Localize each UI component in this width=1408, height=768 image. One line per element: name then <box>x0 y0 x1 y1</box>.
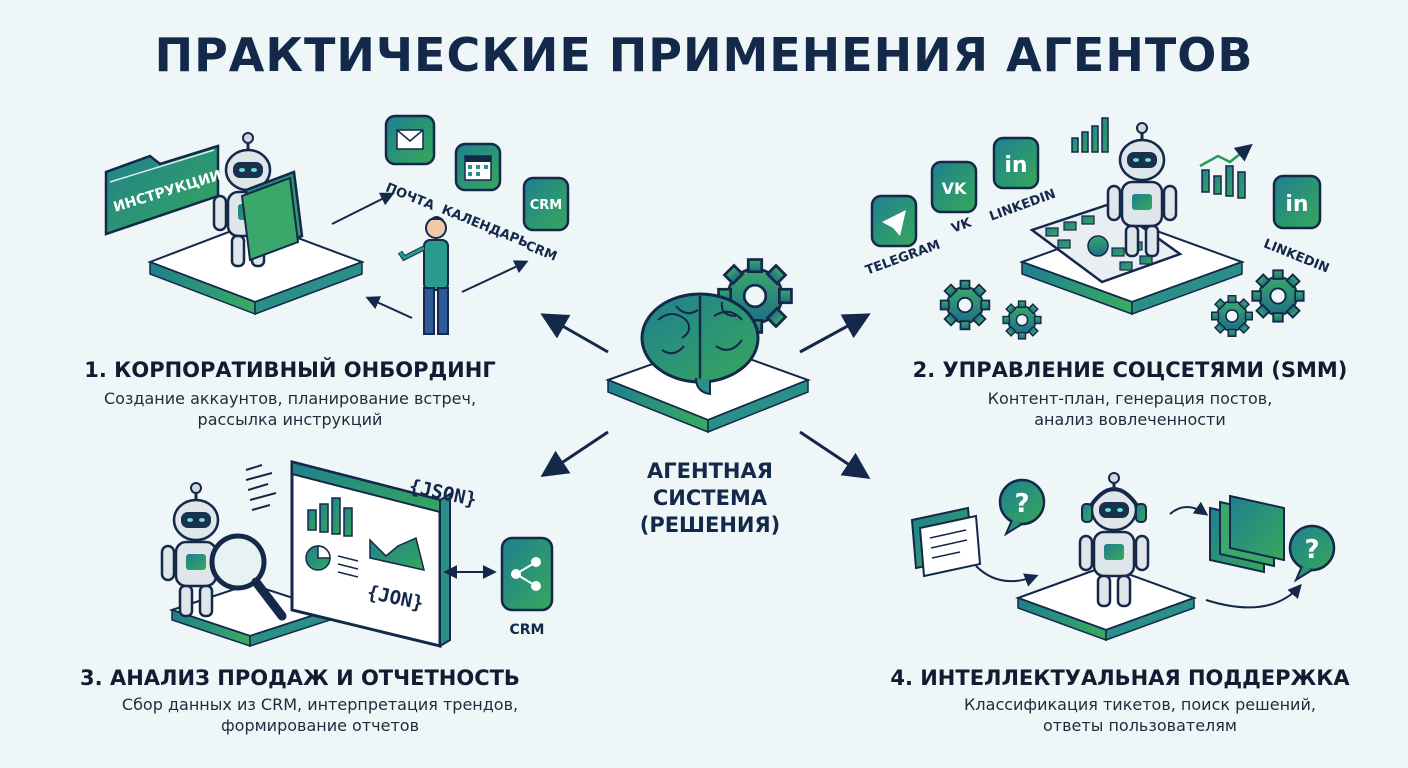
section-1-desc: Создание аккаунтов, планирование встреч,… <box>50 388 530 430</box>
question-icon: ? <box>1288 524 1336 583</box>
document-icon <box>910 506 982 578</box>
arrow-to-mail <box>331 192 395 225</box>
bar-chart-icon <box>307 497 353 537</box>
arrow-to-platform <box>365 296 413 319</box>
brain-icon <box>640 292 760 396</box>
linkedin-icon-text: in <box>1004 153 1027 178</box>
bar-chart-icon <box>1199 143 1253 199</box>
linkedin-icon: in <box>1272 174 1322 230</box>
sales-crm-label: CRM <box>510 622 545 638</box>
section-1-desc-line2: рассылка инструкций <box>197 410 383 429</box>
bar-chart-icon <box>1071 117 1109 153</box>
arrow-to-crm <box>461 260 529 293</box>
document-icon <box>240 170 304 262</box>
arrow-to-sales <box>540 430 609 477</box>
headset-icon <box>1081 487 1147 523</box>
crm-icon: CRM <box>522 176 570 232</box>
arrow-to-robot <box>975 565 1039 587</box>
crm-icon-text: CRM <box>530 198 563 213</box>
arrow-to-support <box>799 430 871 479</box>
question-icon: ? <box>998 478 1046 537</box>
arrow-to-smm <box>799 313 871 354</box>
area-chart-icon <box>369 536 426 571</box>
magnifier-icon <box>209 533 287 621</box>
gear-icon <box>1251 269 1305 323</box>
gear-icon <box>1211 295 1253 337</box>
folder-icon <box>104 144 220 236</box>
gear-icon <box>1002 300 1042 340</box>
section-4-desc-line1: Классификация тикетов, поиск решений, <box>964 695 1316 714</box>
telegram-icon <box>870 194 918 248</box>
mail-icon <box>384 114 436 166</box>
code-lines-icon <box>245 464 277 511</box>
gear-icon <box>939 279 991 331</box>
section-4-desc-line2: ответы пользователям <box>1043 716 1237 735</box>
dashboard-panel <box>290 460 451 648</box>
question-mark: ? <box>1014 489 1029 519</box>
person-icon <box>397 216 449 335</box>
section-3-desc: Сбор данных из CRM, интерпретация трендо… <box>60 694 580 736</box>
section-1-desc-line1: Создание аккаунтов, планирование встреч, <box>103 389 477 408</box>
center-label-line2: СИСТЕМА <box>652 486 768 510</box>
arrow-to-answer <box>1205 583 1302 609</box>
arrow-to-folders <box>1169 501 1209 516</box>
section-3-title: 3. АНАЛИЗ ПРОДАЖ И ОТЧЕТНОСТЬ <box>80 666 520 690</box>
share-icon <box>500 536 554 612</box>
arrow-to-onboarding <box>540 313 609 354</box>
section-2-desc-line2: анализ вовлеченности <box>1034 410 1226 429</box>
section-2-title: 2. УПРАВЛЕНИЕ СОЦСЕТЯМИ (SMM) <box>912 358 1348 382</box>
linkedin-icon-text-right: in <box>1285 192 1308 217</box>
vk-icon-text: VK <box>942 179 967 198</box>
section-4-desc: Классификация тикетов, поиск решений, от… <box>880 694 1400 736</box>
control-panel <box>1029 202 1183 284</box>
section-2-desc-line1: Контент-план, генерация постов, <box>987 389 1273 408</box>
section-3-desc-line2: формирование отчетов <box>220 716 419 735</box>
folder-stack-icon <box>1209 494 1285 574</box>
vk-icon: VK <box>930 160 978 214</box>
calendar-icon <box>454 142 502 192</box>
center-label-line3: (РЕШЕНИЯ) <box>639 513 781 537</box>
question-mark-right: ? <box>1304 535 1319 565</box>
page-title: ПРАКТИЧЕСКИЕ ПРИМЕНЕНИЯ АГЕНТОВ <box>154 28 1254 82</box>
section-2-desc: Контент-план, генерация постов, анализ в… <box>880 388 1380 430</box>
section-1-title: 1. КОРПОРАТИВНЫЙ ОНБОРДИНГ <box>84 358 496 382</box>
center-label: АГЕНТНАЯ СИСТЕМА (РЕШЕНИЯ) <box>610 458 810 539</box>
section-4-title: 4. ИНТЕЛЛЕКТУАЛЬНАЯ ПОДДЕРЖКА <box>890 666 1350 690</box>
section-3-desc-line1: Сбор данных из CRM, интерпретация трендо… <box>121 695 519 714</box>
linkedin-icon: in <box>992 136 1040 190</box>
center-label-line1: АГЕНТНАЯ <box>647 459 773 483</box>
